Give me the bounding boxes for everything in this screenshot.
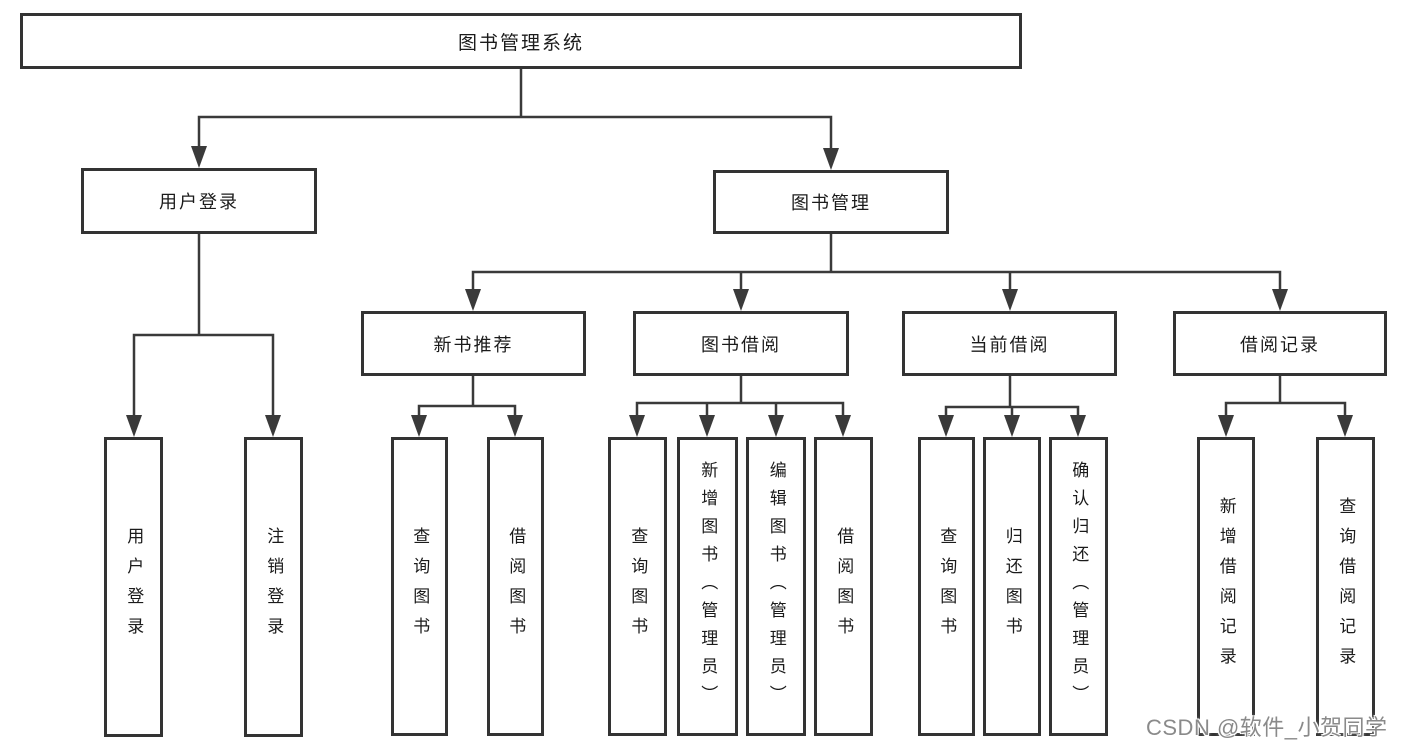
borrow-books-leaf-box-2: 借阅图书 [814, 437, 873, 736]
root-label: 图书管理系统 [457, 32, 584, 54]
connector-borrow-records-to-leaves [1224, 374, 1347, 418]
book-borrow-box: 图书借阅 [633, 311, 849, 376]
arrowheads [126, 146, 1353, 437]
arrowhead-icon [768, 415, 784, 437]
arrowhead-icon [699, 415, 715, 437]
confirm-return-admin-leaf-box: 确认归还（管理员） [1049, 437, 1108, 736]
add-borrow-record-leaf-box: 新增借阅记录 [1197, 437, 1255, 736]
connector-current-borrow-to-leaves [944, 374, 1080, 418]
query-books-leaf-box-2: 查询图书 [608, 437, 667, 736]
user-login-branch-box: 用户登录 [81, 168, 317, 234]
query-books-leaf-box-1: 查询图书 [391, 437, 448, 736]
query-borrow-record-leaf-label: 查询借阅记录 [1336, 496, 1356, 677]
arrowhead-icon [835, 415, 851, 437]
add-borrow-record-leaf-label: 新增借阅记录 [1216, 496, 1236, 677]
query-borrow-record-leaf-box: 查询借阅记录 [1316, 437, 1375, 736]
connector-user-login-to-leaves [132, 232, 275, 418]
logout-leaf-box: 注销登录 [244, 437, 303, 737]
user-login-leaf-label: 用户登录 [124, 527, 144, 647]
arrowhead-icon [191, 146, 207, 168]
query-books-leaf-box-3: 查询图书 [918, 437, 975, 736]
book-management-branch-label: 图书管理 [791, 193, 871, 213]
book-management-branch-box: 图书管理 [713, 170, 949, 234]
current-borrow-label: 当前借阅 [969, 334, 1050, 355]
borrow-books-leaf-box-1: 借阅图书 [487, 437, 544, 736]
return-book-leaf-label: 归还图书 [1002, 526, 1022, 647]
confirm-return-admin-leaf-label: 确认归还（管理员） [1069, 460, 1089, 713]
query-books-leaf-label-3: 查询图书 [937, 526, 957, 647]
arrowhead-icon [411, 415, 427, 437]
query-books-leaf-label-1: 查询图书 [410, 526, 430, 647]
user-login-branch-label: 用户登录 [159, 192, 239, 212]
root-box: 图书管理系统 [20, 13, 1022, 69]
borrow-books-leaf-label-2: 借阅图书 [834, 526, 854, 647]
new-book-recommend-box: 新书推荐 [361, 311, 586, 376]
arrowhead-icon [1070, 415, 1086, 437]
user-login-leaf-box: 用户登录 [104, 437, 163, 737]
arrowhead-icon [126, 415, 142, 437]
arrowhead-icon [629, 415, 645, 437]
borrow-records-label: 借阅记录 [1240, 334, 1320, 355]
edit-book-admin-leaf-label: 编辑图书（管理员） [766, 460, 786, 713]
arrowhead-icon [1218, 415, 1234, 437]
add-book-admin-leaf-label: 新增图书（管理员） [698, 460, 718, 713]
arrowhead-icon [823, 148, 839, 170]
connector-lines [132, 67, 1347, 418]
arrowhead-icon [507, 415, 523, 437]
arrowhead-icon [1337, 415, 1353, 437]
new-book-recommend-label: 新书推荐 [433, 334, 514, 355]
current-borrow-box: 当前借阅 [902, 311, 1117, 376]
arrowhead-icon [1002, 289, 1018, 311]
logout-leaf-label: 注销登录 [264, 527, 284, 647]
arrowhead-icon [938, 415, 954, 437]
arrowhead-icon [265, 415, 281, 437]
connector-new-book-recommend-to-leaves [417, 374, 517, 418]
connector-book-borrow-to-leaves [635, 374, 845, 418]
arrowhead-icon [1004, 415, 1020, 437]
arrowhead-icon [465, 289, 481, 311]
query-books-leaf-label-2: 查询图书 [628, 526, 648, 647]
add-book-admin-leaf-box: 新增图书（管理员） [677, 437, 738, 736]
edit-book-admin-leaf-box: 编辑图书（管理员） [746, 437, 806, 736]
book-borrow-label: 图书借阅 [701, 334, 781, 355]
return-book-leaf-box: 归还图书 [983, 437, 1041, 736]
arrowhead-icon [733, 289, 749, 311]
csdn-watermark: CSDN @软件_小贺同学 [1146, 715, 1388, 740]
connector-book-management-to-sections [471, 232, 1282, 292]
borrow-records-box: 借阅记录 [1173, 311, 1387, 376]
connector-root-to-branches [197, 67, 833, 151]
arrowhead-icon [1272, 289, 1288, 311]
borrow-books-leaf-label-1: 借阅图书 [506, 526, 526, 647]
